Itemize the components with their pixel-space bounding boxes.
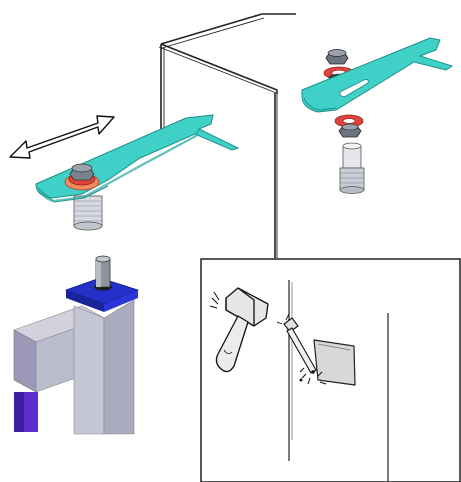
cover-plate <box>313 339 356 386</box>
slide-direction-arrow <box>9 115 115 159</box>
chisel-icon <box>276 313 317 374</box>
frame-post-front <box>73 305 105 435</box>
debris-marks <box>299 367 327 385</box>
detail-inset-chisel <box>200 258 461 482</box>
frame-post-corner <box>13 255 140 435</box>
hammer-handle <box>215 315 249 373</box>
appliance-outline <box>158 13 296 258</box>
threaded-sleeve-left <box>73 195 103 231</box>
nut-top-right <box>325 49 349 65</box>
threaded-sleeve-right <box>339 142 365 194</box>
frame-stud <box>94 255 112 291</box>
nut-bottom-right <box>338 123 362 138</box>
bracket-slot-right <box>339 79 369 97</box>
bracket-right-exploded <box>301 37 454 194</box>
hammer-icon <box>215 287 269 373</box>
nut-left <box>69 163 95 181</box>
frame-post-side <box>103 299 135 435</box>
bracket-plate-right <box>301 37 454 113</box>
bracket-left-assembled <box>35 114 240 231</box>
